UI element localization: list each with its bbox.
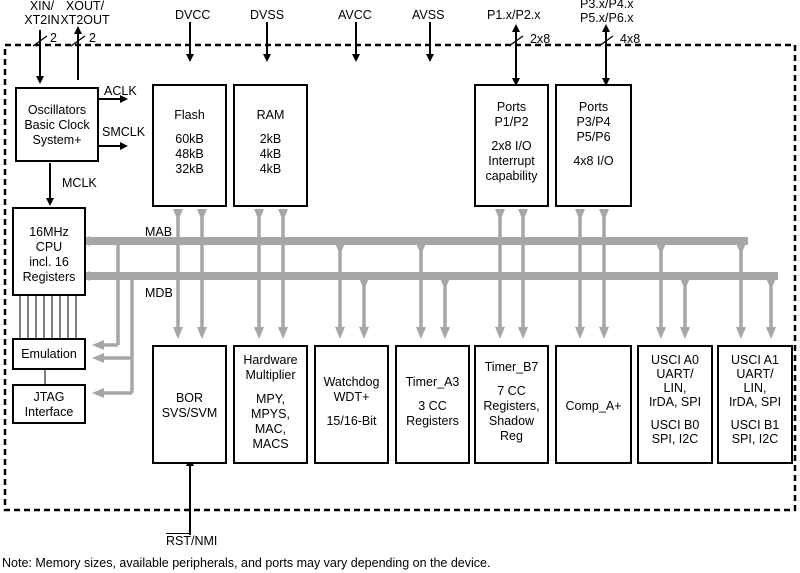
xout-label: XOUT/XT2OUT <box>60 0 110 27</box>
emulation-block: Emulation <box>12 338 86 370</box>
emulation-bus-links <box>92 245 134 398</box>
reset-label: RST/NMI <box>166 534 218 548</box>
p12-width-label: 2x8 <box>530 32 551 46</box>
comparator-block: Comp_A+ <box>555 345 632 464</box>
dvss-label: DVSS <box>250 8 285 22</box>
xin-label: XIN/XT2IN <box>24 0 60 27</box>
mab-label: MAB <box>145 225 173 239</box>
bus-connections <box>173 209 776 339</box>
mdb-bus <box>88 272 778 280</box>
cpu-emulation-lines <box>19 296 77 338</box>
aclk-label: ACLK <box>104 84 137 98</box>
p12-label: P1.x/P2.x <box>487 8 541 22</box>
avss-label: AVSS <box>412 8 445 22</box>
device-boundary <box>3 43 797 512</box>
avcc-label: AVCC <box>338 8 372 22</box>
footnote: Note: Memory sizes, available peripheral… <box>2 556 491 570</box>
p3456-width-label: 4x8 <box>620 32 641 46</box>
signal-arrows <box>36 22 610 535</box>
xin-width-label: 2 <box>50 31 57 45</box>
mclk-label: MCLK <box>62 176 97 190</box>
bus-width-slashes <box>32 35 614 47</box>
dvcc-label: DVCC <box>175 8 211 22</box>
smclk-label: SMCLK <box>102 125 146 139</box>
mab-bus <box>88 237 748 245</box>
mdb-label: MDB <box>145 286 173 300</box>
xout-width-label: 2 <box>89 31 96 45</box>
